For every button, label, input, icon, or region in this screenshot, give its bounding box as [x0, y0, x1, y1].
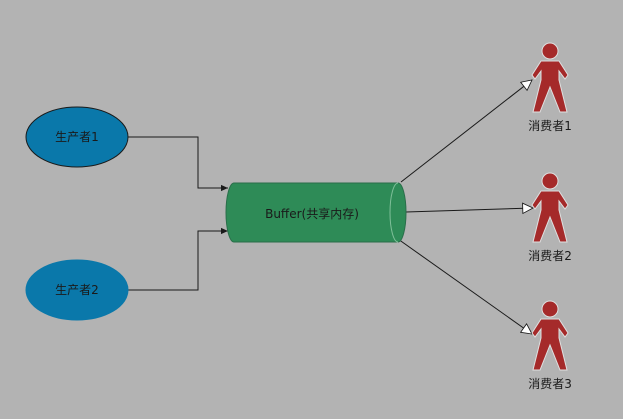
consumer-label-2: 消费者2: [528, 249, 572, 263]
consumer-node-2[interactable]: 消费者2: [528, 172, 572, 263]
producer-label-1: 生产者1: [55, 130, 99, 144]
person-icon: [531, 300, 569, 371]
producer-node-1[interactable]: 生产者1: [25, 106, 129, 168]
person-icon: [531, 172, 569, 243]
edge-buffer-consumer3: [397, 238, 532, 334]
producer-label-2: 生产者2: [55, 283, 99, 297]
consumer-node-3[interactable]: 消费者3: [528, 300, 572, 391]
producer-node-2[interactable]: 生产者2: [25, 259, 129, 321]
buffer-cylinder-cap: [389, 182, 399, 243]
edge-producer2-buffer: [128, 227, 228, 291]
buffer-label: Buffer(共享内存): [265, 206, 359, 221]
consumer-label-3: 消费者3: [528, 377, 572, 391]
consumer-label-1: 消费者1: [528, 119, 572, 133]
edge-buffer-consumer2: [405, 208, 533, 212]
person-icon: [531, 42, 569, 113]
edge-producer1-buffer: [128, 136, 228, 192]
edge-buffer-consumer1: [400, 80, 532, 183]
consumer-node-1[interactable]: 消费者1: [528, 42, 572, 133]
buffer-node[interactable]: Buffer(共享内存): [225, 182, 407, 243]
